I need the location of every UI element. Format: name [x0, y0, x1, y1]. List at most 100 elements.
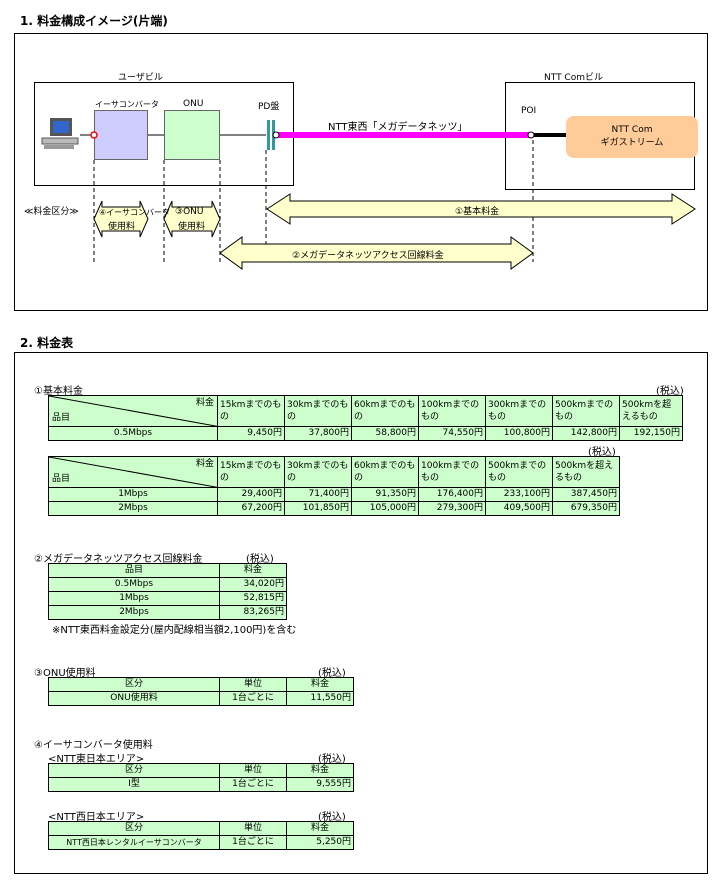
- item-cell: 2Mbps: [48, 501, 218, 516]
- value-cell: 29,400円: [217, 487, 285, 502]
- converter-label: イーサコンバータ: [95, 100, 159, 109]
- west-converter-table: 区分 単位 料金 NTT西日本レンタルイーサコンバータ 1台ごとに 5,250円: [48, 821, 354, 850]
- corner-cell: 料金 品目: [48, 456, 221, 488]
- table-row: 2Mbps 83,265円: [48, 605, 287, 620]
- diagram-frame: [14, 33, 708, 311]
- table-row: 1Mbps 52,815円: [48, 591, 287, 606]
- header-cell: 料金: [219, 563, 287, 578]
- access-fee-note: ※NTT東西料金設定分(屋内配線相当額2,100円)を含む: [52, 625, 297, 636]
- value-cell: 52,815円: [219, 591, 287, 606]
- section1-title: 1. 料金構成イメージ(片端): [20, 14, 168, 28]
- basic-fee-table-2: 料金 品目 15kmまでのもの 30kmまでのもの 60kmまでのもの 100k…: [48, 456, 620, 516]
- header-cell: 60kmまでのもの: [351, 456, 419, 488]
- basic-fee-title: ①基本料金: [34, 386, 83, 397]
- value-cell: 101,850円: [284, 501, 352, 516]
- west-area-label: <NTT西日本エリア>: [48, 812, 145, 823]
- header-cell: 区分: [48, 763, 220, 778]
- converter-arrow-label1: ④イーサコンバータ: [99, 208, 171, 217]
- header-cell: 料金: [286, 763, 354, 778]
- header-cell: 単位: [219, 763, 287, 778]
- item-cell: 0.5Mbps: [48, 577, 220, 592]
- section2-title: 2. 料金表: [20, 336, 74, 350]
- east-converter-table: 区分 単位 料金 Ⅰ型 1台ごとに 9,555円: [48, 763, 354, 792]
- converter-arrow-label2: 使用料: [108, 222, 136, 232]
- ntt-building-label: NTT Comビル: [544, 73, 603, 83]
- header-cell: 単位: [219, 821, 287, 836]
- item-cell: NTT西日本レンタルイーサコンバータ: [48, 835, 220, 850]
- computer-icon: [41, 118, 79, 149]
- header-cell: 15kmまでのもの: [217, 456, 285, 488]
- header-cell: 500kmまでのもの: [552, 395, 620, 427]
- item-cell: 1Mbps: [48, 487, 218, 502]
- basic-fee-arrow: [266, 193, 696, 225]
- value-cell: 279,300円: [418, 501, 486, 516]
- header-cell: 料金: [286, 677, 354, 692]
- header-cell: 単位: [219, 677, 287, 692]
- value-cell: 91,350円: [351, 487, 419, 502]
- onu-arrow-label2: 使用料: [178, 222, 206, 232]
- corner-bottom-label: 品目: [52, 474, 71, 484]
- unit-cell: 1台ごとに: [219, 777, 287, 792]
- table-row: 1Mbps 29,400円 71,400円 91,350円 176,400円 2…: [48, 487, 620, 502]
- unit-cell: 1台ごとに: [219, 835, 287, 850]
- value-cell: 100,800円: [485, 426, 553, 441]
- value-cell: 9,555円: [286, 777, 354, 792]
- corner-top-label: 料金: [195, 398, 214, 408]
- header-cell: 500kmを超えるもの: [552, 456, 620, 488]
- access-fee-arrow: [219, 236, 534, 270]
- onu-arrow-label1: ③ONU: [175, 207, 204, 217]
- converter-fee-title: ④イーサコンバータ使用料: [34, 740, 153, 751]
- user-building-label: ユーザビル: [118, 73, 163, 83]
- value-cell: 58,800円: [351, 426, 419, 441]
- header-cell: 100kmまでのもの: [418, 395, 486, 427]
- access-fee-tax: (税込): [246, 554, 274, 565]
- value-cell: 233,100円: [485, 487, 553, 502]
- fee-table-frame: [14, 352, 708, 874]
- east-area-label: <NTT東日本エリア>: [48, 754, 145, 765]
- header-cell: 300kmまでのもの: [485, 395, 553, 427]
- item-cell: 1Mbps: [48, 591, 220, 606]
- header-cell: 15kmまでのもの: [217, 395, 285, 427]
- value-cell: 37,800円: [284, 426, 352, 441]
- ethernet-converter: [94, 110, 148, 160]
- value-cell: 409,500円: [485, 501, 553, 516]
- item-cell: 2Mbps: [48, 605, 220, 620]
- value-cell: 142,800円: [552, 426, 620, 441]
- west-area-tax: (税込): [318, 812, 346, 823]
- basic-fee-table-1: 料金 品目 15kmまでのもの 30kmまでのもの 60kmまでのもの 100k…: [48, 395, 683, 441]
- header-cell: 30kmまでのもの: [284, 395, 352, 427]
- corner-bottom-label: 品目: [52, 413, 71, 423]
- table-row: Ⅰ型 1台ごとに 9,555円: [48, 777, 354, 792]
- header-cell: 品目: [48, 563, 220, 578]
- unit-cell: 1台ごとに: [219, 691, 287, 706]
- basic-fee-arrow-label: ①基本料金: [455, 207, 500, 217]
- corner-top-label: 料金: [195, 459, 214, 469]
- access-arrow-label: ②メガデータネッツアクセス回線料金: [292, 251, 444, 261]
- header-cell: 30kmまでのもの: [284, 456, 352, 488]
- value-cell: 176,400円: [418, 487, 486, 502]
- header-cell: 500kmまでのもの: [485, 456, 553, 488]
- item-cell: ONU使用料: [48, 691, 220, 706]
- onu-fee-tax: (税込): [318, 668, 346, 679]
- poi-label: POI: [521, 106, 537, 116]
- value-cell: 83,265円: [219, 605, 287, 620]
- giga-stream: NTT Com ギガストリーム: [566, 116, 698, 158]
- access-fee-title: ②メガデータネッツアクセス回線料金: [34, 554, 203, 565]
- corner-cell: 料金 品目: [48, 395, 221, 427]
- header-cell: 100kmまでのもの: [418, 456, 486, 488]
- basic-fee-tax-2: (税込): [588, 447, 616, 458]
- table-row: 2Mbps 67,200円 101,850円 105,000円 279,300円…: [48, 501, 620, 516]
- value-cell: 71,400円: [284, 487, 352, 502]
- megadata-line-label: NTT東西「メガデータネッツ」: [328, 122, 468, 133]
- header-cell: 区分: [48, 821, 220, 836]
- header-cell: 500kmを超えるもの: [619, 395, 683, 427]
- value-cell: 34,020円: [219, 577, 287, 592]
- value-cell: 11,550円: [286, 691, 354, 706]
- fee-category-label: ≪料金区分≫: [24, 207, 79, 217]
- item-cell: 0.5Mbps: [48, 426, 218, 441]
- value-cell: 105,000円: [351, 501, 419, 516]
- value-cell: 67,200円: [217, 501, 285, 516]
- table-row: ONU使用料 1台ごとに 11,550円: [48, 691, 354, 706]
